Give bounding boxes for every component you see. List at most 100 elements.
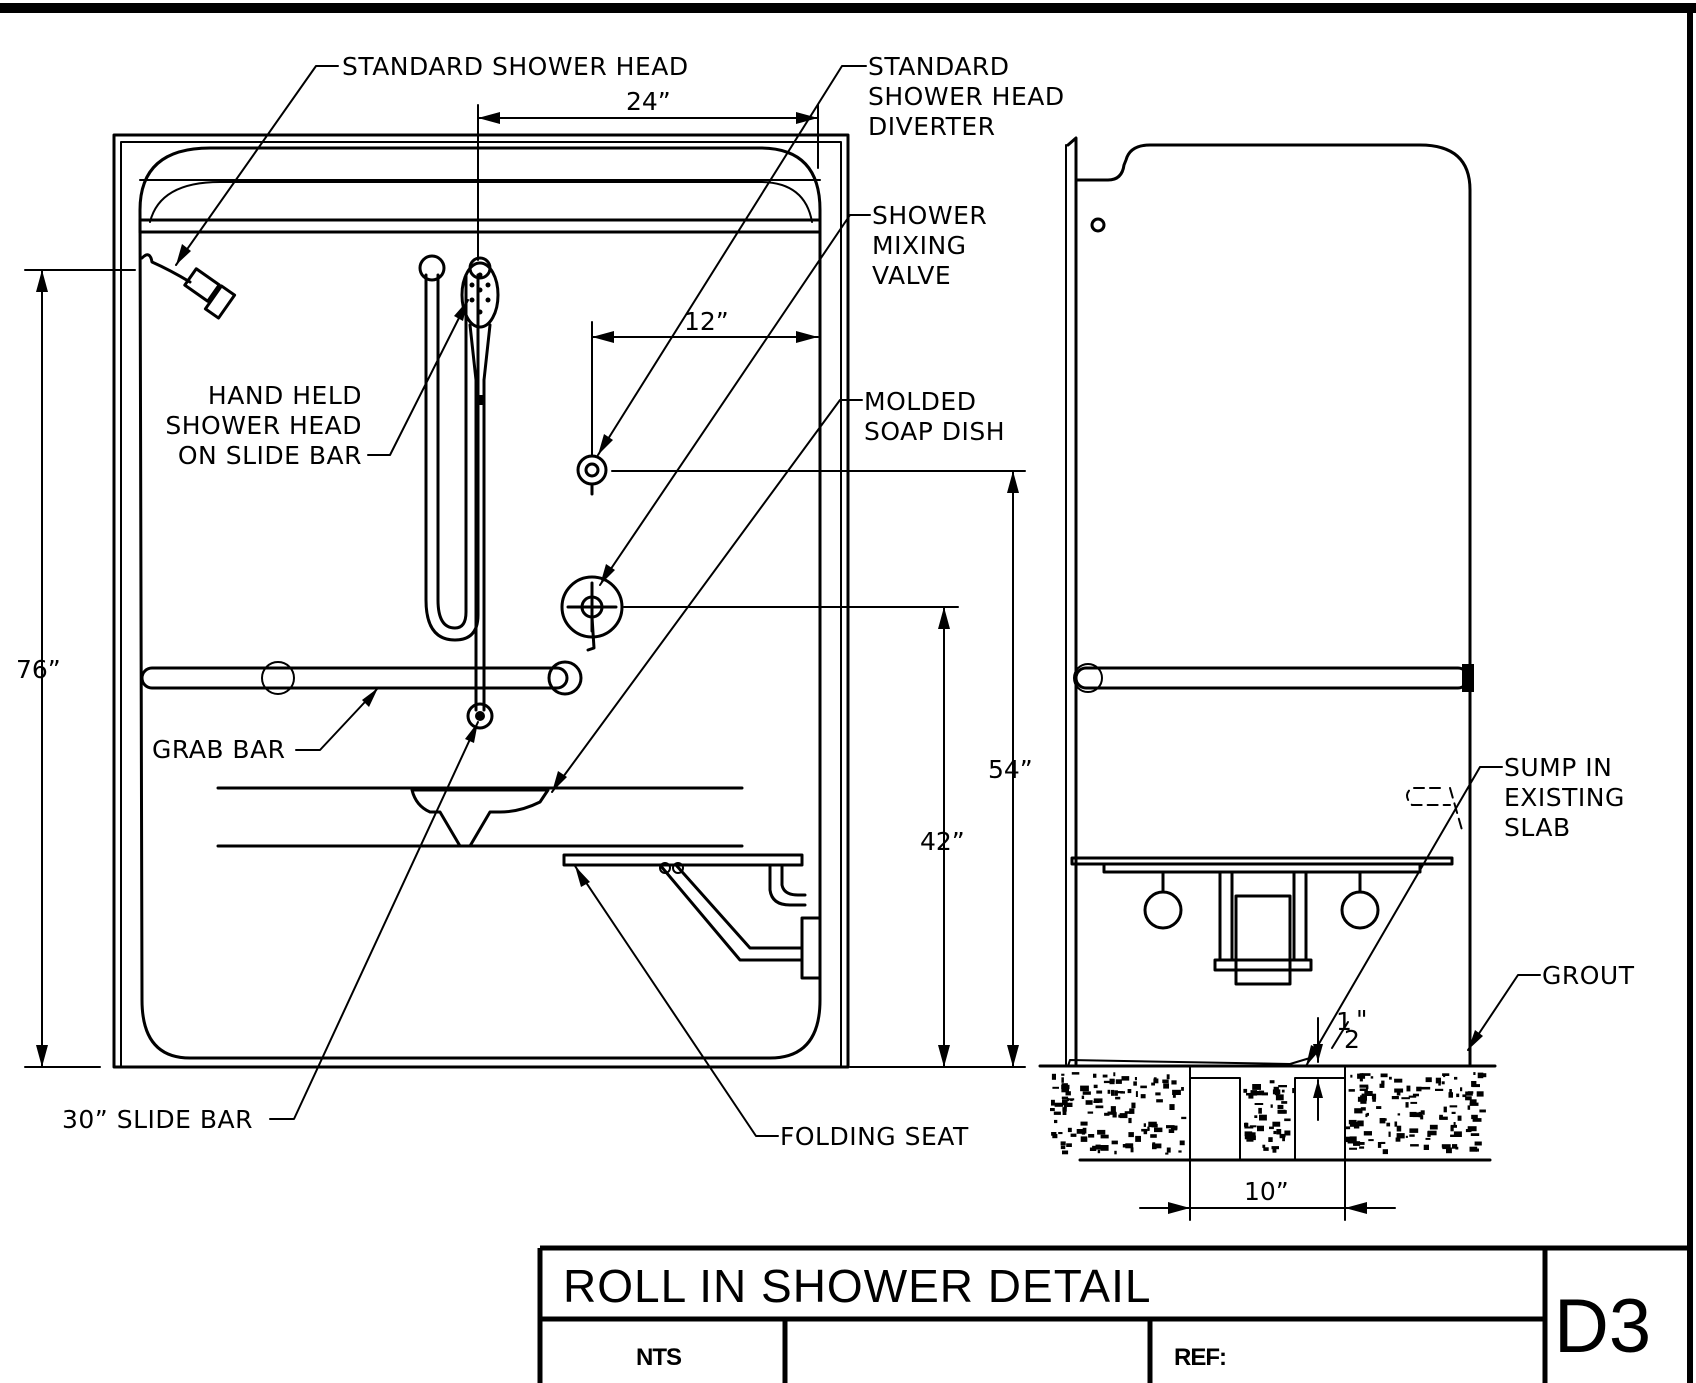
- aggregate-speck: [1092, 1145, 1097, 1149]
- aggregate-speck: [1418, 1111, 1422, 1118]
- aggregate-speck: [1093, 1098, 1103, 1103]
- label-grout: GROUT: [1542, 961, 1635, 990]
- soap-dish-icon: [216, 786, 744, 848]
- aggregate-speck: [1429, 1124, 1438, 1130]
- aggregate-speck: [1246, 1093, 1251, 1096]
- aggregate-speck: [1460, 1087, 1463, 1092]
- aggregate-speck: [1465, 1096, 1472, 1101]
- aggregate-speck: [1050, 1108, 1055, 1112]
- dim-half-num: 1: [1336, 1007, 1352, 1036]
- aggregate-speck: [1350, 1074, 1353, 1078]
- aggregate-speck: [1081, 1095, 1085, 1099]
- aggregate-speck: [1420, 1110, 1425, 1115]
- aggregate-speck: [1394, 1078, 1403, 1083]
- aggregate-speck: [1465, 1091, 1473, 1096]
- aggregate-speck: [1358, 1142, 1365, 1145]
- aggregate-speck: [1152, 1143, 1157, 1150]
- vertical-grab-bar: [418, 254, 480, 642]
- aggregate-speck: [1477, 1072, 1484, 1079]
- aggregate-speck: [1107, 1089, 1111, 1094]
- aggregate-speck: [1143, 1130, 1148, 1135]
- aggregate-speck: [1128, 1132, 1134, 1138]
- aggregate-speck: [1166, 1147, 1171, 1153]
- aggregate-speck: [1405, 1102, 1409, 1108]
- aggregate-speck: [1097, 1129, 1106, 1135]
- aggregate-speck: [1244, 1135, 1252, 1140]
- aggregate-speck: [1165, 1152, 1169, 1155]
- aggregate-speck: [1127, 1089, 1132, 1094]
- aggregate-speck: [1401, 1097, 1410, 1100]
- aggregate-speck: [1284, 1118, 1291, 1122]
- title-block: ROLL IN SHOWER DETAIL NTS REF: D3: [537, 1245, 1690, 1383]
- aggregate-speck: [1353, 1125, 1360, 1129]
- aggregate-speck: [1248, 1092, 1254, 1099]
- aggregate-speck: [1114, 1090, 1118, 1096]
- aggregate-speck: [1061, 1084, 1070, 1090]
- aggregate-speck: [1061, 1088, 1069, 1093]
- aggregate-speck: [1128, 1117, 1132, 1124]
- aggregate-speck: [1155, 1143, 1162, 1149]
- aggregate-speck: [1150, 1134, 1157, 1138]
- aggregate-speck: [1169, 1104, 1175, 1110]
- aggregate-speck: [1453, 1131, 1462, 1137]
- aggregate-speck: [1125, 1143, 1134, 1149]
- label-hand-held-line2: SHOWER HEAD: [165, 411, 362, 440]
- aggregate-speck: [1061, 1073, 1065, 1076]
- aggregate-speck: [1405, 1135, 1408, 1138]
- side-seat-icon: [1070, 856, 1454, 986]
- aggregate-speck: [1244, 1131, 1253, 1137]
- aggregate-speck: [1166, 1125, 1175, 1129]
- aggregate-speck: [1412, 1112, 1421, 1118]
- aggregate-speck: [1349, 1147, 1357, 1150]
- aggregate-speck: [1425, 1137, 1431, 1140]
- aggregate-speck: [1135, 1091, 1138, 1097]
- aggregate-speck: [1446, 1147, 1452, 1154]
- aggregate-speck: [1110, 1106, 1116, 1112]
- aggregate-speck: [1448, 1092, 1453, 1098]
- aggregate-speck: [1450, 1134, 1458, 1137]
- label-mixing-valve-line3: VALVE: [872, 261, 951, 290]
- aggregate-speck: [1376, 1106, 1382, 1109]
- aggregate-speck: [1435, 1088, 1444, 1091]
- aggregate-speck: [1261, 1092, 1268, 1096]
- aggregate-speck: [1409, 1134, 1415, 1137]
- aggregate-speck: [1100, 1145, 1109, 1151]
- aggregate-speck: [1243, 1088, 1248, 1093]
- aggregate-speck: [1052, 1134, 1058, 1139]
- aggregate-speck: [1080, 1121, 1088, 1126]
- aggregate-speck: [1155, 1092, 1161, 1096]
- aggregate-speck: [1076, 1129, 1085, 1134]
- aggregate-speck: [1254, 1115, 1258, 1118]
- aggregate-speck: [1254, 1103, 1264, 1105]
- aggregate-speck: [1107, 1111, 1117, 1115]
- aggregate-speck: [1410, 1144, 1419, 1147]
- aggregate-speck: [1052, 1086, 1059, 1089]
- label-hand-held-line3: ON SLIDE BAR: [178, 441, 362, 470]
- aggregate-speck: [1249, 1125, 1257, 1128]
- side-wall-profile: [1074, 143, 1472, 1066]
- aggregate-speck: [1349, 1121, 1358, 1127]
- callouts: STANDARD SHOWER HEAD STANDARD SHOWER HEA…: [62, 52, 1635, 1151]
- label-diverter-line1: STANDARD: [868, 52, 1010, 81]
- aggregate-speck: [1093, 1084, 1098, 1089]
- aggregate-speck: [1361, 1093, 1365, 1097]
- aggregate-speck: [1178, 1150, 1182, 1153]
- aggregate-speck: [1100, 1134, 1109, 1139]
- aggregate-speck: [1380, 1141, 1386, 1144]
- aggregate-speck: [1153, 1078, 1159, 1084]
- aggregate-speck: [1080, 1085, 1089, 1092]
- aggregate-speck: [1472, 1118, 1482, 1122]
- aggregate-speck: [1472, 1084, 1480, 1088]
- label-folding-seat: FOLDING SEAT: [780, 1122, 969, 1151]
- aggregate-speck: [1370, 1076, 1374, 1079]
- aggregate-speck: [1248, 1132, 1256, 1138]
- front-elevation: [112, 133, 850, 1069]
- aggregate-speck: [1360, 1099, 1367, 1104]
- folding-seat-icon: [562, 853, 822, 980]
- aggregate-speck: [1062, 1099, 1068, 1105]
- dim-10: 10”: [1244, 1177, 1289, 1206]
- aggregate-speck: [1421, 1086, 1431, 1090]
- aggregate-speck: [1067, 1127, 1072, 1133]
- aggregate-speck: [1096, 1090, 1103, 1094]
- aggregate-speck: [1482, 1073, 1487, 1078]
